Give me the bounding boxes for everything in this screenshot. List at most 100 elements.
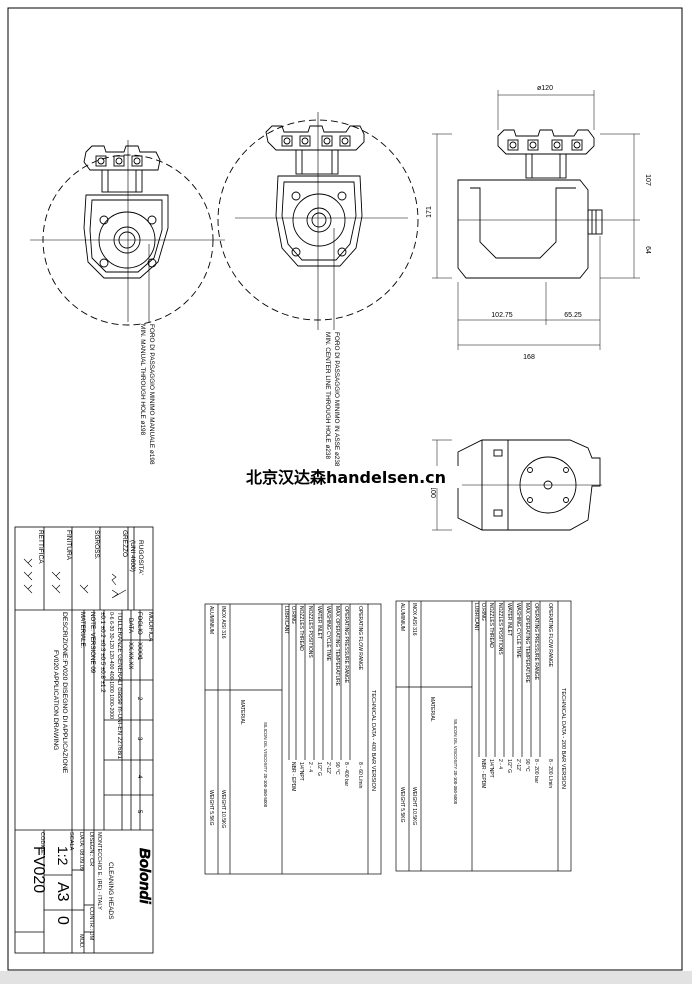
tb-tolerances: TOLLERANZE GENERALI classe m-UNI-EN 2276… <box>116 612 123 760</box>
tech200-row-label: OPERATING PRESSURE RANGE <box>533 603 539 681</box>
tb-col-5: 5 <box>136 810 142 814</box>
tb-brand-subtitle: CLEANING HEADS <box>107 862 114 920</box>
left-view <box>30 140 225 326</box>
tech-table-400-text: TECHNICAL DATA - 400 BAR VERSION OPERATI… <box>208 606 376 828</box>
tb-revision: 0 <box>54 916 71 925</box>
tech400-material: INOX AISI 316 <box>220 606 226 639</box>
viewer-bottom-bar <box>0 971 692 984</box>
tech-table-400 <box>204 603 382 875</box>
note-center-1: FORO DI PASSAGGIO MINIMO IN ASSE ø238 <box>333 332 340 467</box>
tech400-row-label: OPERATING FLOW RANGE <box>357 606 363 671</box>
tb-scale-value: 1:2 <box>55 846 71 866</box>
top-view <box>432 439 602 531</box>
tech200-title: TECHNICAL DATA - 200 BAR VERSION <box>560 688 566 789</box>
dim-107: 107 <box>644 174 651 186</box>
tb-paper-size: A3 <box>54 882 71 902</box>
tb-modifica: MODIFICA <box>147 612 153 641</box>
tech400-row-label: NOZZLES THREAD <box>298 606 304 651</box>
tb-foglio: FOGLIO <box>136 612 142 635</box>
tech200-row-label: WASHING CYCLE TIME <box>515 603 521 659</box>
tb-col-2: 2 <box>136 697 142 701</box>
tb-disegn: DISEGN.: CR <box>88 832 94 866</box>
tech400-material: ALUMINIUM <box>208 606 214 634</box>
tb-note: NOTE: VERSIONE 09 <box>89 612 96 674</box>
tech200-row-value: 8 - 200 L/min <box>547 759 553 788</box>
tech400-row-value: 2 - 4 <box>307 762 313 772</box>
tb-mod: MOD. <box>78 934 84 949</box>
tech400-row-value: 8 - 400 bar <box>343 762 349 787</box>
dim-102-75: 102.75 <box>491 312 513 319</box>
tech200-row-value: 2'-12' <box>515 759 521 771</box>
tech400-row-value: 2'-12' <box>325 762 331 774</box>
tech400-weight: WEIGHT 5.5KG <box>208 790 214 826</box>
title-block <box>14 526 154 954</box>
tech400-material-header: MATERIAL <box>239 700 245 725</box>
tech200-material: INOX AISI 316 <box>411 603 417 636</box>
dim-diameter-120: ø120 <box>537 85 553 92</box>
tech400-row-label: OPERATING PRESSURE RANGE <box>343 606 349 684</box>
roughness-symbols <box>23 558 127 599</box>
tech200-row-label: MAX OPERATING TEMPERATURE <box>524 603 530 684</box>
tech400-row-value: SILICON OIL VISCOSITY 20-100-350-5000 <box>263 722 268 808</box>
tech400-row-value: NBR - EPDM <box>290 762 296 791</box>
tb-code: FV020 <box>30 846 47 893</box>
tb-tolerance-values: ±0.1 ±0.2 ±0.3 ±0.5 ±0.8 ±1.2 <box>99 612 106 693</box>
tech200-row-value: 8 - 200 bar <box>533 759 539 784</box>
tech200-row-value: 1/4"NPT <box>488 759 494 778</box>
tech400-row-label: NOZZLES POSITIONS <box>307 606 313 658</box>
tech200-row-value: 1/2" G <box>506 759 512 773</box>
tech400-row-value: 8 - 60 L/min <box>357 762 363 789</box>
title-block-text: RUGOSITA' (UNI 4600) GREZZO SGROSS. FINI… <box>30 530 153 949</box>
tb-grezzo: GREZZO <box>121 530 128 557</box>
tb-col-4: 4 <box>136 775 142 779</box>
tb-col-3: 3 <box>136 737 142 741</box>
watermark-text: 北京汉达森handelsen.cn <box>246 468 446 487</box>
tb-finitura: FINITURA <box>65 530 72 561</box>
dim-168: 168 <box>523 354 535 361</box>
note-center-2: MIN. CENTER LINE THROUGH HOLE ø238 <box>324 332 331 459</box>
note-left-2: MIN. MANUAL THROUGH HOLE ø198 <box>139 324 146 436</box>
tb-rettifica: RETTIFICA <box>37 530 44 564</box>
dim-65-25: 65.25 <box>564 312 582 319</box>
tech-table-200 <box>395 600 572 872</box>
dim-171: 171 <box>426 206 433 218</box>
tb-brand-logo: Bolondi <box>136 848 153 905</box>
dim-64: 64 <box>644 246 651 254</box>
tb-xxdate: XX.XX.XX <box>127 642 133 669</box>
tech200-weight: WEIGHT 10.5KG <box>411 787 417 825</box>
tb-data: DATA <box>127 618 133 633</box>
dim-100: 100 <box>429 486 436 498</box>
tech400-row-value: 1/2" G <box>316 762 322 776</box>
tb-materiale: MATERIALE: <box>79 612 86 649</box>
tb-rugosita: RUGOSITA' <box>137 540 144 575</box>
tb-tolerance-ranges: 0-6 6-30 30-120 120-400 400-1000 1000-20… <box>108 612 114 719</box>
side-view <box>432 90 640 350</box>
tech400-row-label: O.RING <box>290 606 296 624</box>
sheet-border <box>7 7 683 971</box>
tech400-row-label: LUBRICANT <box>283 606 289 634</box>
tech200-row-label: O.RING <box>480 603 486 621</box>
tb-address: MONTECCHIO E. (RE) - ITALY <box>96 832 102 910</box>
tech200-material: ALUMINIUM <box>399 603 405 631</box>
tb-contr: CONTR.: DM <box>88 907 94 941</box>
tb-description-2: FV020 APPLICATION DRAWING <box>52 650 59 750</box>
tech200-row-label: NOZZLES THREAD <box>488 603 494 648</box>
tb-sgross: SGROSS. <box>93 530 100 560</box>
tech200-row-value: 90 °C <box>524 759 530 772</box>
tech200-row-label: OPERATING FLOW RANGE <box>547 603 553 668</box>
tech400-row-label: WASHING CYCLE TIME <box>325 606 331 662</box>
tb-description-1: DESCRIZIONE:FV020 DISEGNO DI APPLICAZION… <box>61 612 68 774</box>
center-view <box>217 112 419 330</box>
tech200-row-value: NBR - EPDM <box>480 759 486 788</box>
tb-data-dwg: DATA: 08.09.09 <box>78 832 84 871</box>
tb-uni: (UNI 4600) <box>129 540 136 572</box>
tech200-row-value: 2 - 4 <box>497 759 503 769</box>
tech200-weight: WEIGHT 5.5KG <box>399 787 405 823</box>
tech400-weight: WEIGHT 10.5KG <box>220 790 226 828</box>
tech400-title: TECHNICAL DATA - 400 BAR VERSION <box>370 690 376 791</box>
tech400-row-value: 90 °C <box>334 762 340 775</box>
tech-table-200-text: TECHNICAL DATA - 200 BAR VERSION OPERATI… <box>399 603 566 825</box>
tech400-row-label: WATER INLET <box>316 606 322 639</box>
tb-codice: CODICE: <box>39 832 45 856</box>
